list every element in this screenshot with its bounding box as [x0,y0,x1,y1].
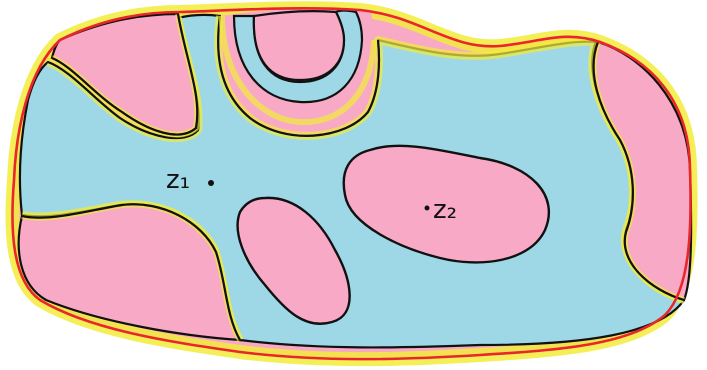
z2-point [425,206,430,211]
z1-point [208,180,214,186]
z2-label: z₂ [433,195,457,225]
z1-label: z₁ [166,165,190,195]
